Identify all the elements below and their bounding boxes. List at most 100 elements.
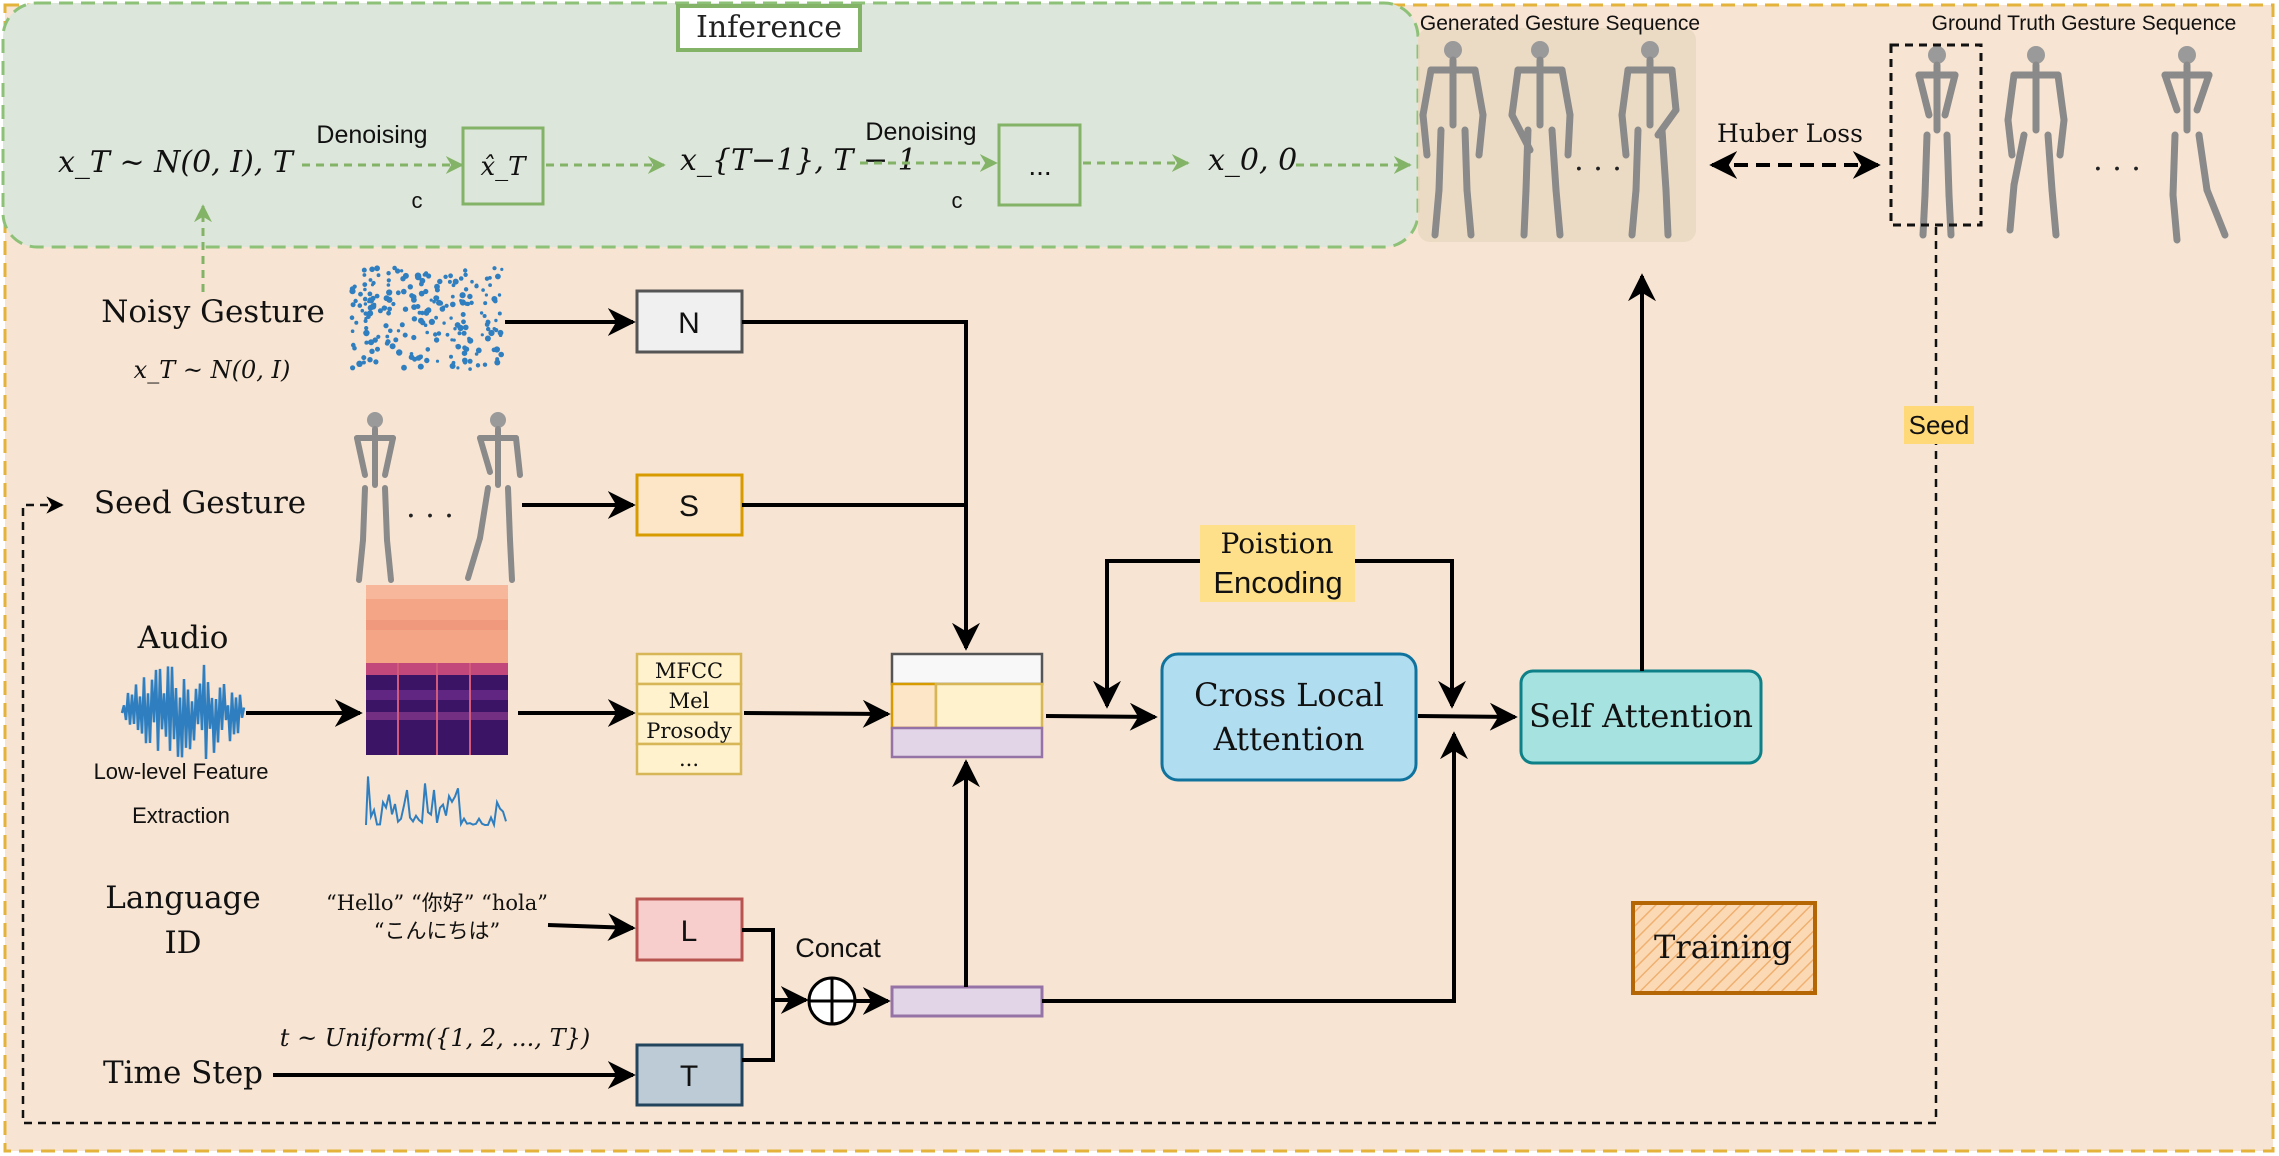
noise-dot <box>425 347 431 352</box>
noise-dot <box>475 347 482 354</box>
noise-dot <box>494 359 501 366</box>
ground-truth-label: Ground Truth Gesture Sequence <box>1932 12 2237 35</box>
noise-dot <box>387 306 392 312</box>
noise-dot <box>395 290 401 296</box>
noisy-gesture-label: Noisy Gesture <box>101 294 325 330</box>
noise-dot <box>375 346 380 352</box>
noise-dot <box>349 288 356 295</box>
seed-skeletons <box>354 412 523 583</box>
noise-dot <box>369 266 375 273</box>
condition-label-2: c <box>952 188 963 213</box>
noise-dot <box>436 299 442 306</box>
noise-dot <box>363 319 368 323</box>
noise-dot <box>474 352 479 356</box>
noise-dot <box>467 337 474 344</box>
position-encoding-line2: Encoding <box>1213 565 1342 600</box>
noise-dot <box>474 284 479 289</box>
ground-truth-ellipsis: . . . <box>2093 143 2141 178</box>
token-t-box <box>635 1043 744 1107</box>
seed-frame-box <box>1889 43 1983 227</box>
noisy-formula: x_T ~ N(0, I) <box>134 356 291 384</box>
noise-dot <box>463 272 468 277</box>
noise-dot <box>467 293 473 300</box>
token-l-box <box>635 897 744 962</box>
noise-dot <box>454 322 461 328</box>
noise-dot <box>386 271 391 276</box>
noise-dot <box>450 301 456 308</box>
xhat-label: x̂_T <box>480 152 527 182</box>
noise-dot <box>483 301 488 306</box>
huber-loss-label: Huber Loss <box>1717 119 1863 148</box>
audio-label: Audio <box>137 620 229 656</box>
noise-dot <box>435 296 440 300</box>
prosody-curve <box>365 776 507 829</box>
noise-dot <box>498 333 503 338</box>
bar-to-self-attention-line <box>1042 731 1468 1003</box>
noise-dot <box>376 334 381 339</box>
generated-skeletons <box>1419 41 1680 239</box>
noise-dot <box>367 357 373 363</box>
noise-dot <box>434 283 440 290</box>
noise-dot <box>463 324 469 331</box>
language-label-line2: ID <box>164 925 201 961</box>
noise-dot <box>449 354 453 359</box>
noise-dot <box>417 363 424 370</box>
ellipsis-box <box>997 123 1082 207</box>
noise-dot <box>360 308 365 313</box>
noise-dot <box>442 321 446 325</box>
noise-dot <box>441 305 446 309</box>
noise-dot <box>426 273 432 279</box>
noise-dot <box>386 296 393 303</box>
noise-dot <box>386 283 391 287</box>
position-encoding-line1: Poistion <box>1221 527 1334 560</box>
feature-label-line2: Extraction <box>132 803 230 828</box>
language-examples-line1: “Hello” “你好” “hola” <box>326 891 548 915</box>
noise-dot <box>461 330 467 336</box>
generated-ellipsis: . . . <box>1574 143 1622 178</box>
feature-more: ... <box>679 747 699 771</box>
noise-dot <box>361 355 367 361</box>
noise-dot <box>450 338 454 342</box>
noise-dot <box>396 329 401 333</box>
feature-label-line1: Low-level Feature <box>94 759 269 784</box>
noise-dot <box>428 318 435 325</box>
noise-dot <box>364 326 369 331</box>
time-formula: t ~ Uniform({1, 2, ..., T}) <box>280 1024 590 1052</box>
noise-dot <box>422 273 427 277</box>
noise-dot <box>479 311 484 315</box>
noise-dot <box>356 360 363 367</box>
noise-dot <box>353 298 358 304</box>
noise-dot <box>482 362 488 367</box>
noise-dot <box>436 331 442 336</box>
noise-dot <box>350 329 355 334</box>
noise-dot <box>449 316 453 320</box>
noise-dot <box>386 310 391 316</box>
noise-dot <box>486 326 491 332</box>
noise-dot <box>488 283 492 287</box>
noise-dot <box>435 359 440 363</box>
noise-dot <box>467 358 473 364</box>
noise-dot <box>494 318 498 323</box>
noise-dot <box>463 287 469 292</box>
noise-dot <box>357 303 363 308</box>
noise-dot <box>418 290 425 297</box>
self-attention-label: Self Attention <box>1529 697 1753 735</box>
noise-dot <box>445 332 450 337</box>
noise-dot <box>461 319 466 325</box>
concat-operator <box>807 976 857 1026</box>
noise-dot <box>350 302 356 308</box>
token-s: S <box>679 490 699 523</box>
ellipsis-box-label: ... <box>1028 150 1051 181</box>
noise-dot <box>429 298 433 302</box>
noise-dot <box>350 365 356 371</box>
feature-stack <box>635 652 743 776</box>
noise-dot <box>464 301 469 306</box>
noise-dot <box>469 300 474 305</box>
noise-dot <box>358 291 363 297</box>
noise-dot <box>367 291 373 297</box>
position-loop-line <box>1093 559 1201 709</box>
noise-dot <box>488 329 495 337</box>
noise-dot <box>363 329 370 337</box>
noise-dot <box>460 312 466 317</box>
noise-dot <box>363 302 368 306</box>
